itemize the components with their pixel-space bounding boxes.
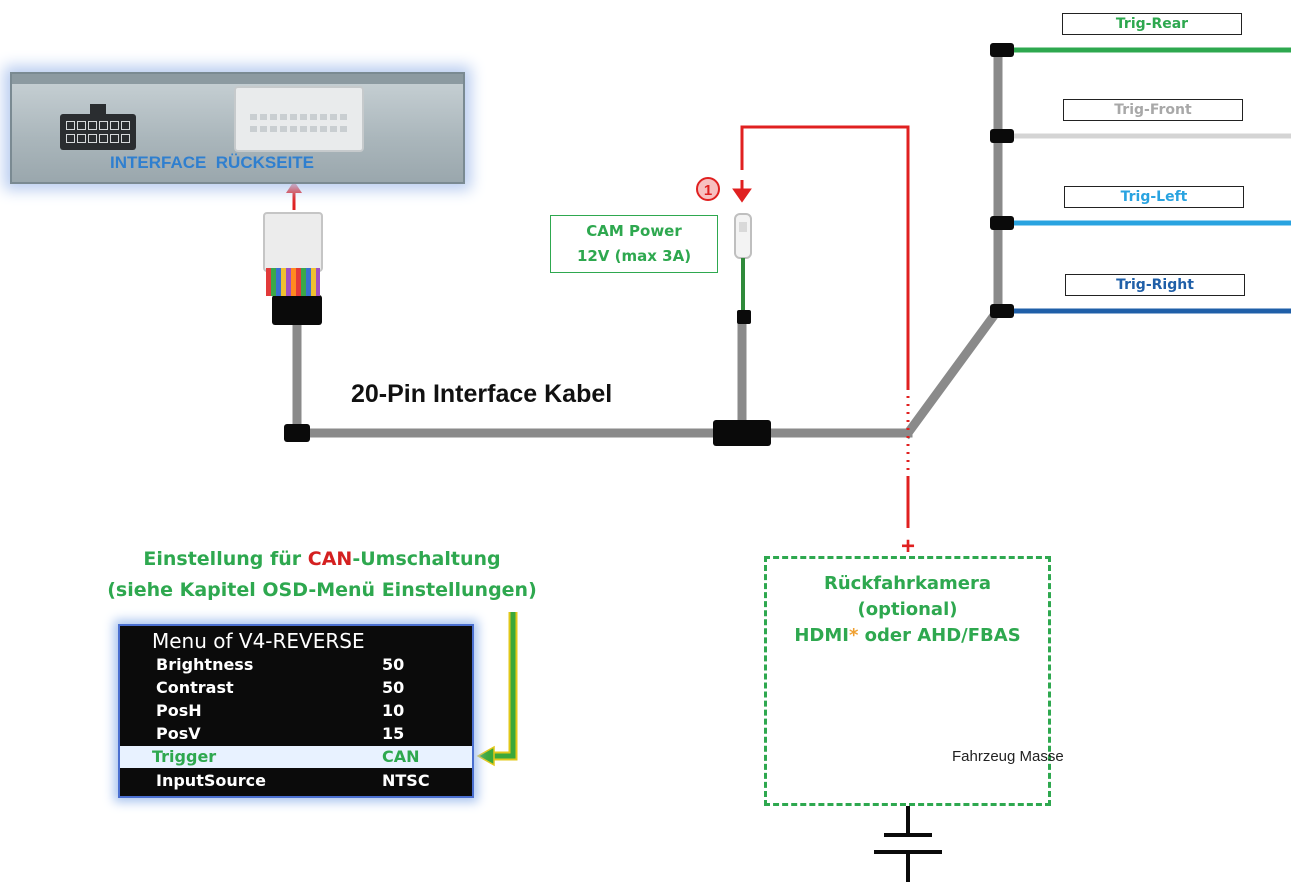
power-arrow-icon bbox=[732, 180, 752, 203]
plug-connector-block bbox=[272, 295, 322, 325]
cam-power-line1: CAM Power bbox=[586, 222, 682, 240]
trig-right-label: Trig-Right bbox=[1065, 274, 1245, 296]
plus-sign: + bbox=[901, 533, 915, 560]
marker-circle-icon bbox=[696, 177, 720, 201]
osd-arrow-icon bbox=[476, 612, 518, 767]
trig-left-node bbox=[990, 216, 1014, 230]
trig-front-label: Trig-Front bbox=[1063, 99, 1243, 121]
camera-line1: Rückfahrkamera bbox=[823, 573, 992, 594]
interface-up-arrow-icon bbox=[286, 181, 302, 210]
interface-unit: INTERFACE RÜCKSEITE bbox=[10, 72, 465, 184]
osd-menu-title: Menu of V4-REVERSE bbox=[152, 629, 365, 653]
interface-flange bbox=[12, 74, 463, 84]
ground-symbol-icon bbox=[874, 806, 942, 882]
junction-block bbox=[713, 420, 771, 446]
can-highlight: CAN bbox=[307, 548, 353, 570]
trig-left-label: Trig-Left bbox=[1064, 186, 1244, 208]
power-wire bbox=[740, 125, 910, 528]
connector-12pin-tab bbox=[90, 104, 106, 116]
cable-title: 20-Pin Interface Kabel bbox=[351, 380, 613, 408]
camera-line3: HDMI* oder AHD/FBAS bbox=[794, 625, 1021, 646]
cam-power-line2: 12V (max 3A) bbox=[576, 247, 692, 265]
trig-rear-label: Trig-Rear bbox=[1062, 13, 1242, 35]
left-end-node bbox=[284, 424, 310, 442]
cam-power-label: CAM Power 12V (max 3A) bbox=[550, 215, 718, 273]
ground-label: Fahrzeug Masse bbox=[952, 748, 1064, 765]
trig-right-node bbox=[990, 304, 1014, 318]
camera-description: Rückfahrkamera (optional) HDMI* oder AHD… bbox=[767, 571, 1048, 649]
connector-12pin-icon bbox=[60, 114, 136, 150]
can-setting-line1: Einstellung für CAN-Umschaltung bbox=[143, 548, 501, 570]
can-setting-heading: Einstellung für CAN-Umschaltung (siehe K… bbox=[82, 544, 562, 606]
camera-box: Rückfahrkamera (optional) HDMI* oder AHD… bbox=[764, 556, 1051, 806]
marker-number: 1 bbox=[704, 182, 712, 199]
connector-20pin-icon bbox=[234, 86, 364, 152]
interface-label: INTERFACE RÜCKSEITE bbox=[110, 153, 315, 172]
can-setting-line2: (siehe Kapitel OSD-Menü Einstellungen) bbox=[107, 579, 537, 601]
trig-rear-node bbox=[990, 43, 1014, 57]
cable-plug-icon bbox=[263, 212, 323, 272]
camera-line2: (optional) bbox=[857, 599, 958, 620]
cam-power-connector-icon bbox=[734, 213, 752, 324]
plug-wires bbox=[266, 268, 320, 296]
trig-front-node bbox=[990, 129, 1014, 143]
